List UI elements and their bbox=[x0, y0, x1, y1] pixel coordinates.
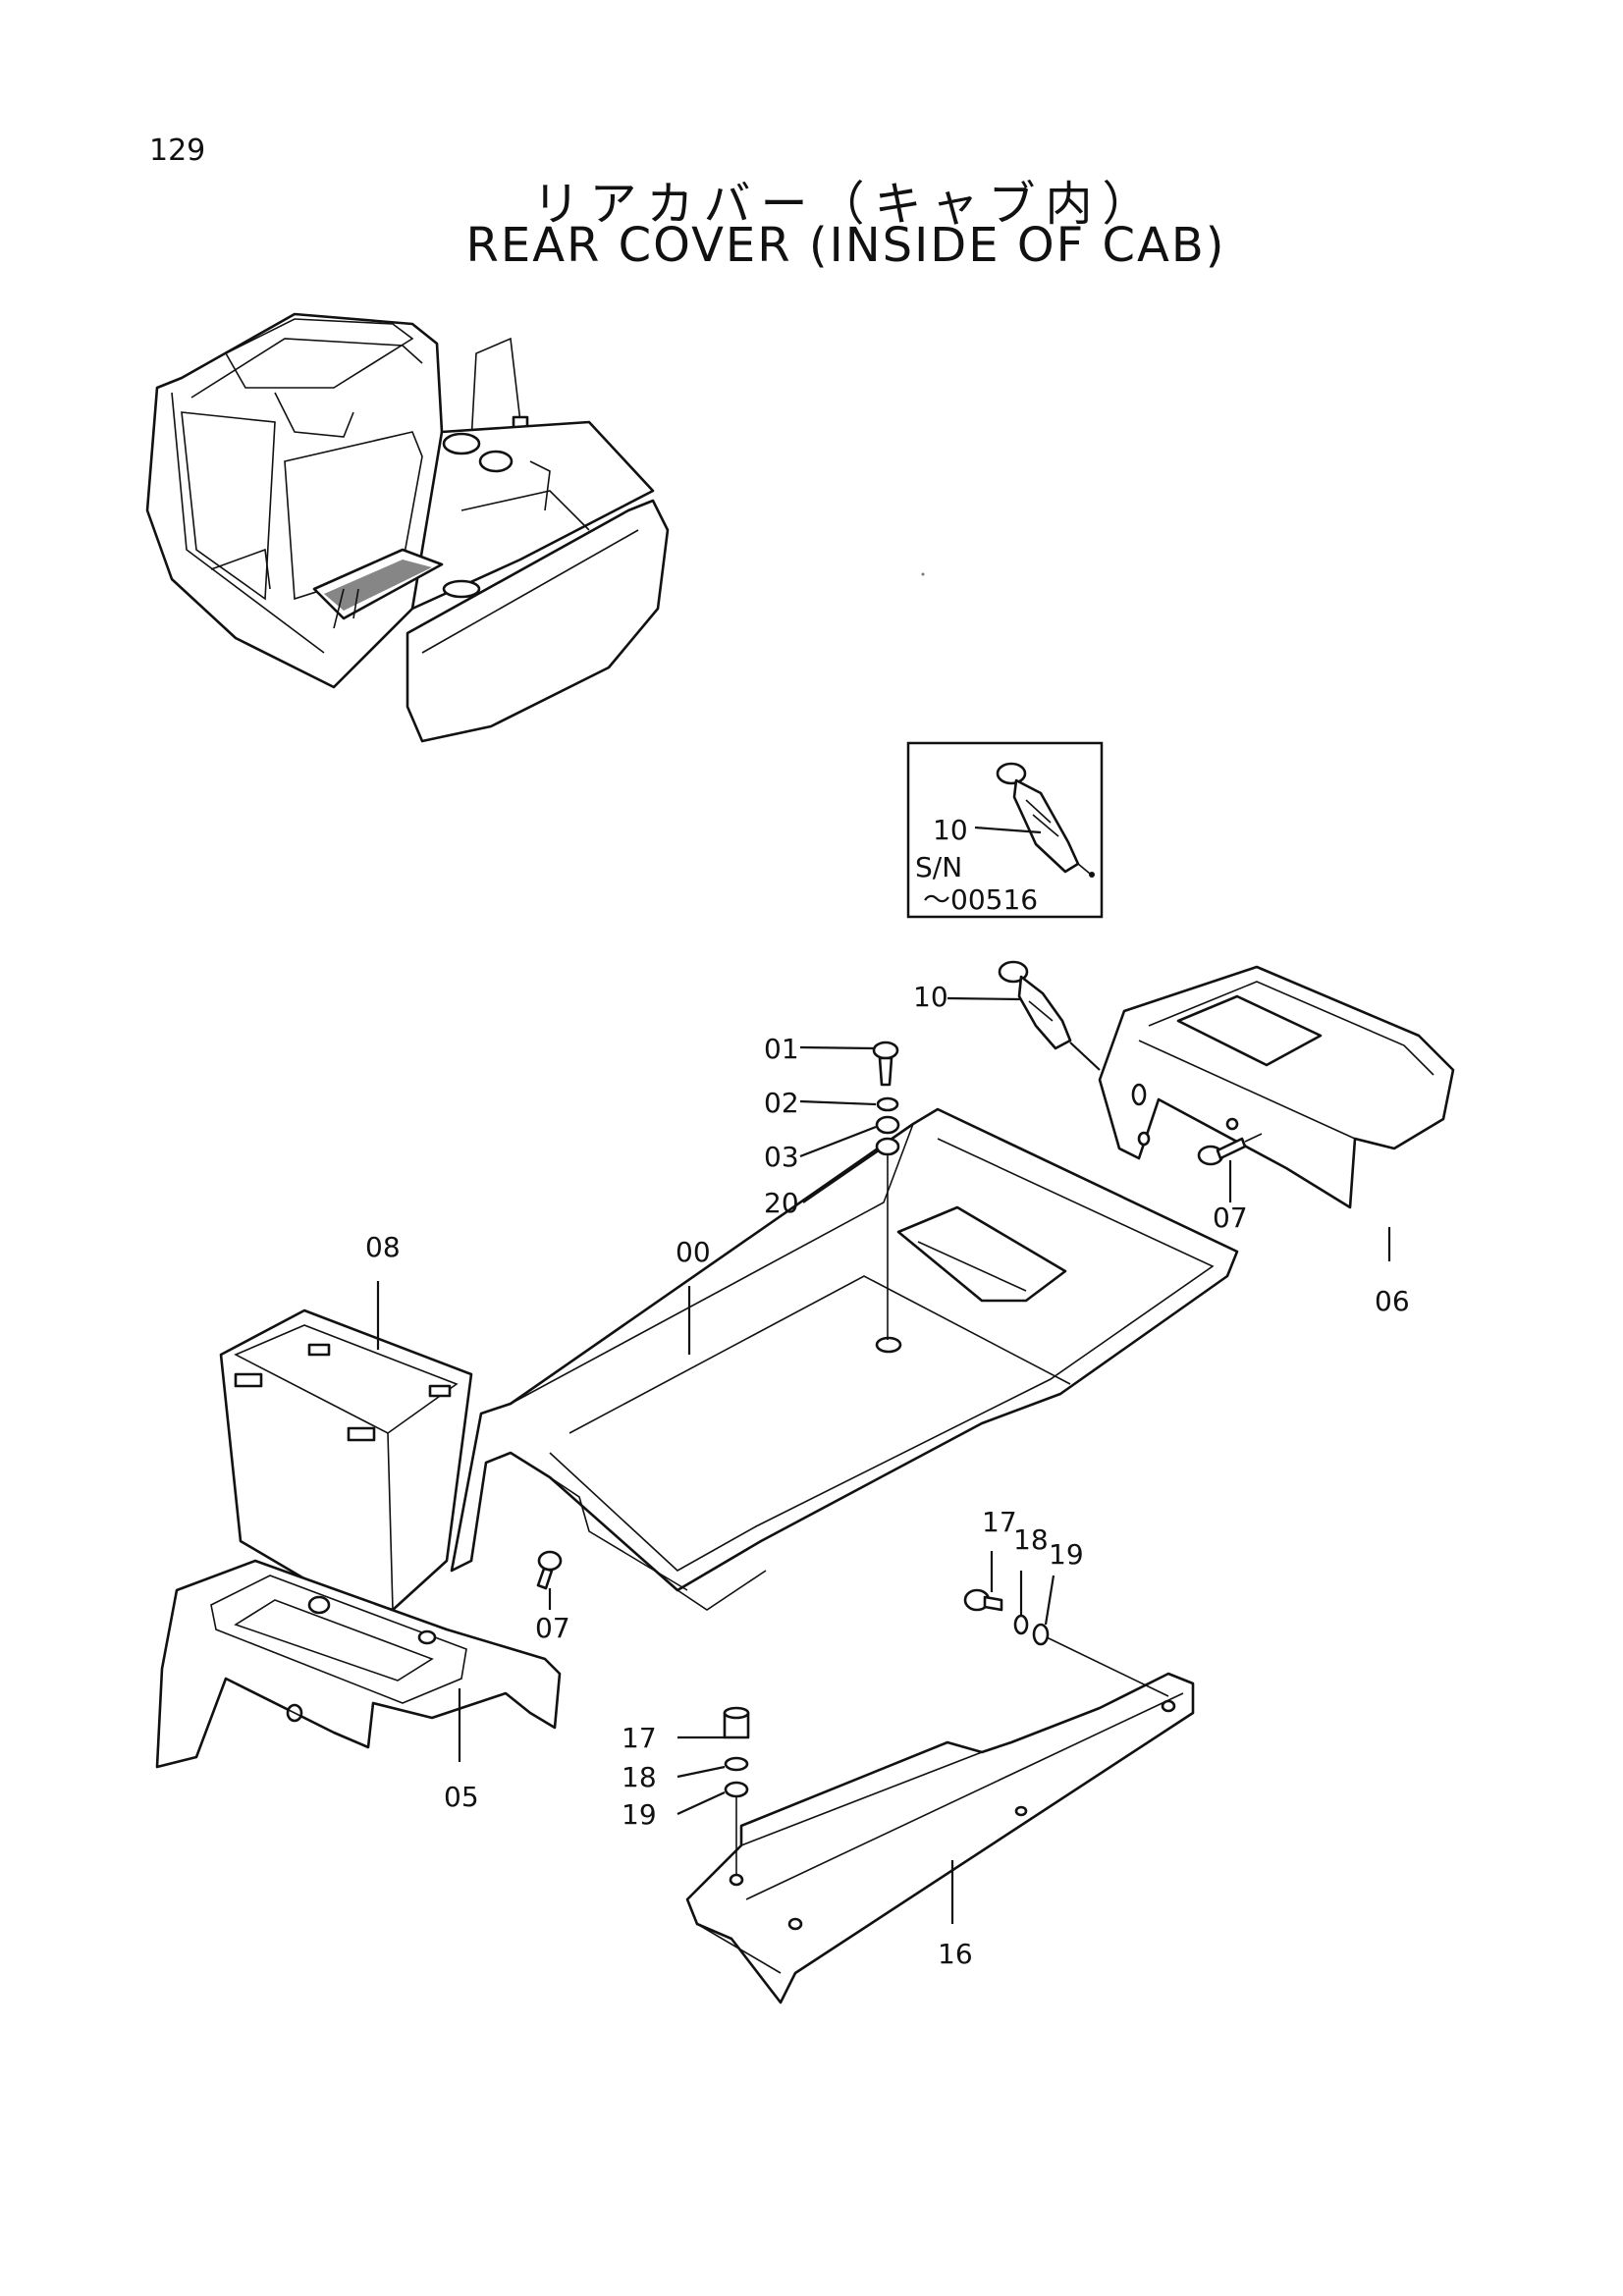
label-17-lower: 17 bbox=[622, 1722, 657, 1754]
label-05: 05 bbox=[444, 1781, 479, 1813]
part-05-base-cover bbox=[155, 1559, 562, 1769]
stray-dot bbox=[921, 572, 925, 576]
part-labels: 10 01 02 03 20 07 06 08 00 07 05 17 18 1… bbox=[365, 981, 1410, 1970]
label-02: 02 bbox=[764, 1087, 799, 1119]
label-07-right: 07 bbox=[1213, 1201, 1248, 1234]
label-17-upper: 17 bbox=[982, 1506, 1017, 1538]
label-19-upper: 19 bbox=[1049, 1538, 1084, 1571]
part-10-knob bbox=[947, 960, 1101, 1071]
title-english: REAR COVER (INSIDE OF CAB) bbox=[465, 218, 1226, 273]
inset-box: 10 S/N ～00516 bbox=[906, 741, 1104, 919]
page-number: 129 bbox=[149, 133, 206, 168]
part-00-tray bbox=[450, 1107, 1239, 1611]
inset-sn-label: S/N bbox=[915, 851, 962, 883]
inset-sn-range: ～00516 bbox=[923, 883, 1038, 916]
label-18-lower: 18 bbox=[622, 1761, 657, 1793]
title-japanese: リアカバー（キャブ内） bbox=[532, 177, 1160, 232]
part-06-upper-cover bbox=[1098, 965, 1455, 1209]
part-08-box bbox=[219, 1308, 473, 1612]
label-20: 20 bbox=[764, 1187, 799, 1219]
part-16-plate bbox=[685, 1672, 1195, 2004]
label-07-left: 07 bbox=[535, 1612, 570, 1644]
label-03: 03 bbox=[764, 1141, 799, 1173]
machine-overview-illustration bbox=[145, 312, 670, 743]
label-08: 08 bbox=[365, 1231, 401, 1263]
label-10: 10 bbox=[913, 981, 948, 1013]
label-06: 06 bbox=[1375, 1285, 1410, 1317]
fasteners bbox=[536, 1041, 1263, 1875]
leader-lines bbox=[376, 1045, 1391, 1924]
label-19-lower: 19 bbox=[622, 1798, 657, 1831]
label-01: 01 bbox=[764, 1033, 799, 1065]
label-00: 00 bbox=[676, 1236, 711, 1268]
inset-part-label: 10 bbox=[933, 814, 968, 846]
label-16: 16 bbox=[938, 1938, 973, 1970]
label-18-upper: 18 bbox=[1013, 1523, 1049, 1556]
